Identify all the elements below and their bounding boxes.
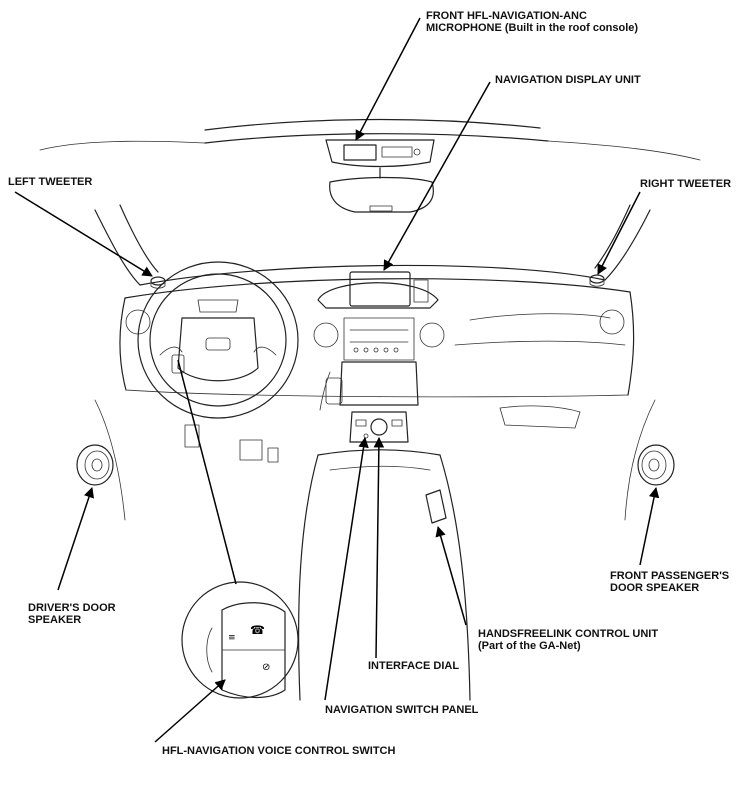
left-tweeter-label: LEFT TWEETER bbox=[8, 176, 93, 188]
svg-text:☎: ☎ bbox=[250, 623, 265, 637]
hfl-control-label-line1: HANDSFREELINK CONTROL UNIT bbox=[478, 628, 659, 640]
front-pass-label-line1: FRONT PASSENGER'S bbox=[610, 570, 730, 582]
pedals bbox=[184, 424, 279, 463]
front-pass-label-line2: DOOR SPEAKER bbox=[610, 582, 700, 594]
drivers-door-label-line1: DRIVER'S DOOR bbox=[28, 602, 116, 614]
roof-console bbox=[325, 139, 435, 168]
a-pillars bbox=[94, 204, 651, 286]
voice-control-switch-label: HFL-NAVIGATION VOICE CONTROL SWITCH bbox=[162, 745, 396, 757]
svg-text:≡: ≡ bbox=[228, 633, 236, 643]
handsfreelink-control-unit bbox=[425, 489, 447, 524]
center-console bbox=[297, 449, 471, 701]
handsfreelink-control-label: HANDSFREELINK CONTROL UNIT (Part of the … bbox=[478, 628, 658, 652]
drivers-door-label-line2: SPEAKER bbox=[28, 614, 82, 626]
navigation-switch-panel-label: NAVIGATION SWITCH PANEL bbox=[325, 704, 479, 716]
microphone-label-line2: MICROPHONE (Built in the roof console) bbox=[426, 22, 639, 34]
right-tweeter bbox=[589, 274, 605, 287]
dashboard bbox=[94, 264, 656, 521]
svg-text:⊘: ⊘ bbox=[262, 662, 270, 673]
roof-header bbox=[39, 118, 701, 161]
front-passenger-speaker-label: FRONT PASSENGER'S DOOR SPEAKER bbox=[610, 570, 729, 594]
center-stack bbox=[313, 271, 445, 443]
front-passengers-door-speaker bbox=[637, 444, 675, 486]
leader-lines bbox=[14, 17, 660, 743]
microphone-label: FRONT HFL-NAVIGATION-ANC MICROPHONE (Bui… bbox=[426, 10, 638, 34]
interface-dial-label: INTERFACE DIAL bbox=[368, 660, 460, 672]
voice-switch-inset: ☎ ≡ ⊘ bbox=[181, 581, 299, 699]
steering-wheel bbox=[137, 261, 299, 419]
rearview-mirror bbox=[329, 167, 434, 213]
microphone-label-line1: FRONT HFL-NAVIGATION-ANC bbox=[426, 10, 587, 22]
drivers-door-speaker-label: DRIVER'S DOOR SPEAKER bbox=[28, 602, 116, 626]
navigation-display-label: NAVIGATION DISPLAY UNIT bbox=[495, 74, 641, 86]
drivers-door-speaker bbox=[76, 444, 114, 486]
hfl-control-label-line2: (Part of the GA-Net) bbox=[478, 640, 581, 652]
right-tweeter-label: RIGHT TWEETER bbox=[640, 178, 732, 190]
